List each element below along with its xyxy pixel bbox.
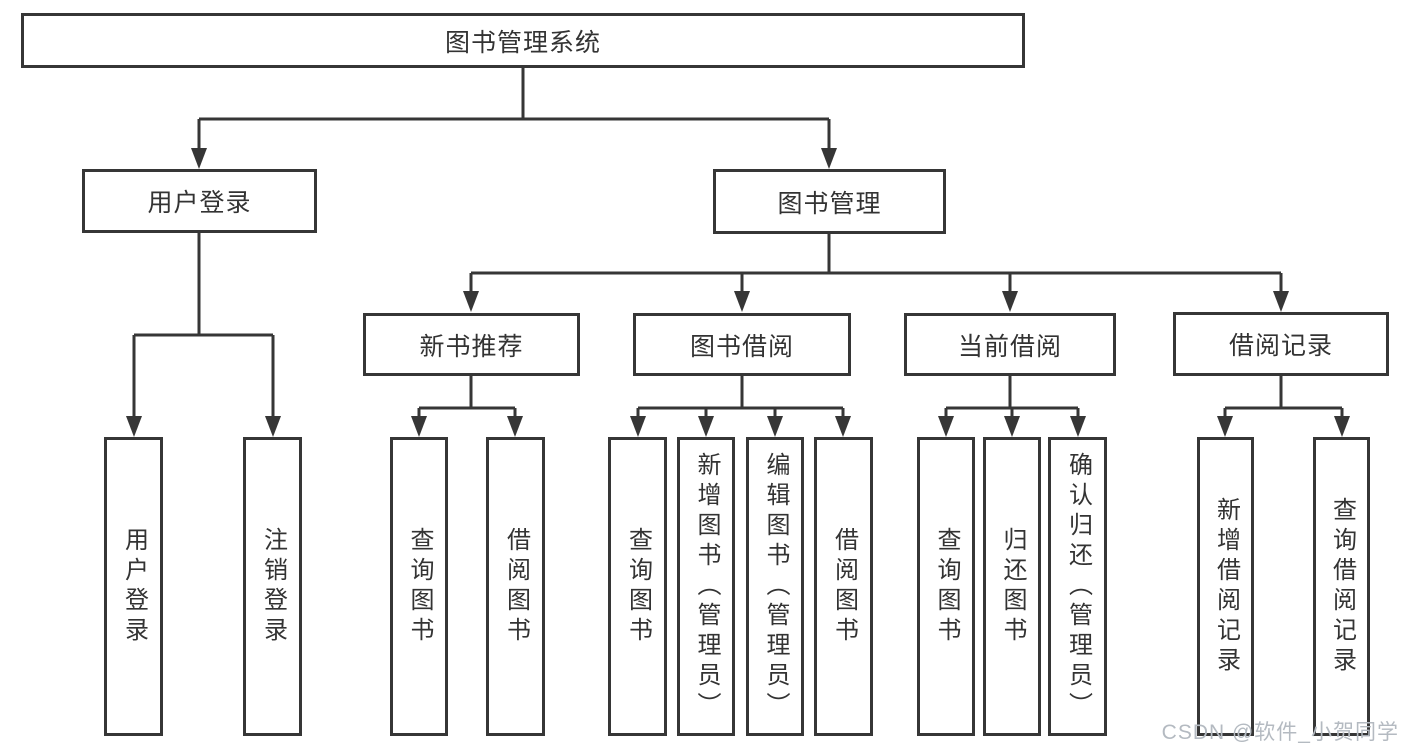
leaf-borrow-books-recommend: 借阅图书 xyxy=(486,437,545,736)
node-book-management: 图书管理 xyxy=(713,169,946,234)
node-current-borrowing: 当前借阅 xyxy=(904,313,1116,376)
leaf-return-books: 归还图书 xyxy=(983,437,1041,736)
leaf-borrow-books-borrowing: 借阅图书 xyxy=(814,437,873,736)
node-root: 图书管理系统 xyxy=(21,13,1025,68)
node-new-book-recommend: 新书推荐 xyxy=(363,313,580,376)
leaf-query-books-current: 查询图书 xyxy=(917,437,975,736)
watermark: CSDN @软件_小贺同学 xyxy=(1161,721,1399,744)
leaf-logout: 注销登录 xyxy=(243,437,302,736)
leaf-add-books-admin: 新增图书（管理员） xyxy=(677,437,735,736)
leaf-query-books-borrowing: 查询图书 xyxy=(608,437,667,736)
node-borrowing-records: 借阅记录 xyxy=(1173,312,1389,376)
leaf-edit-books-admin: 编辑图书（管理员） xyxy=(746,437,804,736)
leaf-confirm-return-admin: 确认归还（管理员） xyxy=(1048,437,1107,736)
node-book-borrowing: 图书借阅 xyxy=(633,313,851,376)
leaf-query-books-recommend: 查询图书 xyxy=(390,437,448,736)
node-user-login: 用户登录 xyxy=(82,169,317,233)
leaf-user-login: 用户登录 xyxy=(104,437,163,736)
leaf-query-borrow-record: 查询借阅记录 xyxy=(1313,437,1370,736)
leaf-add-borrow-record: 新增借阅记录 xyxy=(1197,437,1254,736)
